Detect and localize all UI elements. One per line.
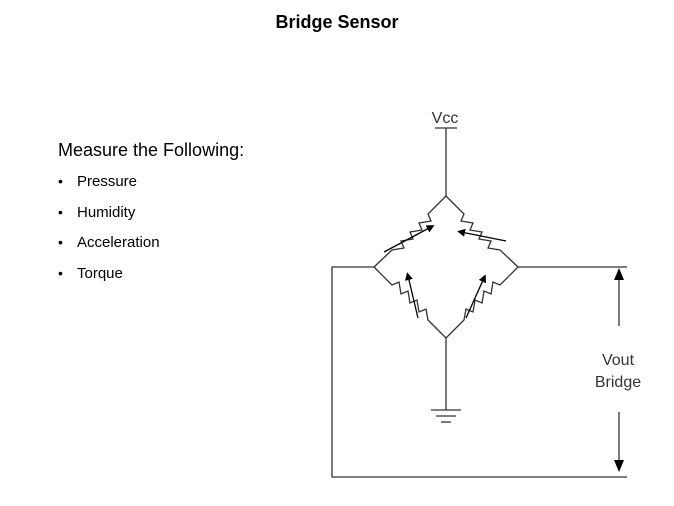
variable-arrow-icon <box>405 272 419 319</box>
arrow-down-icon <box>614 460 624 472</box>
bullet-icon: • <box>58 265 63 282</box>
bullet-text: Torque <box>77 265 123 283</box>
resistor-top-left <box>373 195 447 268</box>
vout-label: Vout <box>602 352 635 369</box>
bullet-list: • Pressure • Humidity • Acceleration • Torqu… <box>58 173 160 296</box>
bullet-icon: • <box>58 234 63 251</box>
bullet-text: Humidity <box>77 203 136 221</box>
arrow-up-icon <box>614 268 624 280</box>
resistor-bottom-right <box>445 266 519 339</box>
resistor-bottom-left <box>373 266 447 339</box>
variable-arrow-icon <box>457 228 507 242</box>
list-item: • Torque <box>58 265 160 296</box>
section-heading: Measure the Following: <box>58 140 245 160</box>
list-item: • Humidity <box>58 204 160 235</box>
output-wire-left <box>331 266 627 478</box>
bullet-icon: • <box>58 173 63 189</box>
resistor-top-right <box>445 195 519 268</box>
variable-arrow-icon <box>465 274 487 319</box>
variable-arrow-icon <box>383 225 435 253</box>
list-item: • Acceleration <box>58 234 160 265</box>
bullet-text: Acceleration <box>77 234 160 252</box>
bridge-label: Bridge <box>595 374 641 391</box>
vcc-label: Vcc <box>432 110 459 127</box>
list-item: • Pressure <box>58 173 160 204</box>
slide-title: Bridge Sensor <box>275 12 399 32</box>
bullet-icon: • <box>58 203 63 220</box>
bullet-text: Pressure <box>77 173 138 190</box>
